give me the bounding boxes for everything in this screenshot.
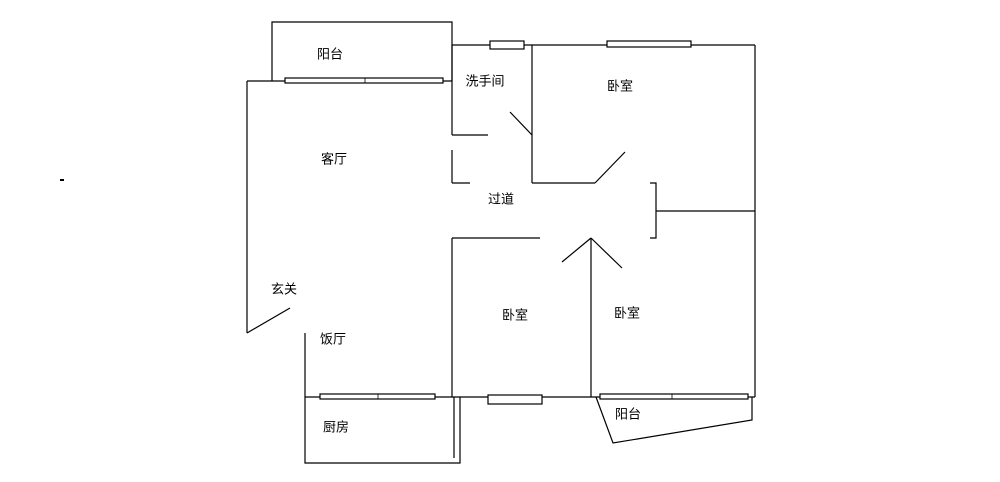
window-living-balcony	[284, 77, 444, 84]
room-label-kitchen: 厨房	[322, 420, 350, 436]
room-label-east-bedroom: 卧室	[613, 306, 641, 322]
kitchen-wall	[304, 397, 461, 464]
balcony-north-wall	[271, 21, 453, 81]
window-east-balcony	[599, 393, 749, 400]
room-label-middle-bedroom: 卧室	[501, 308, 529, 324]
window-master-bedroom	[606, 40, 692, 48]
room-label-balcony-north: 阳台	[316, 47, 344, 63]
master-bedroom-door	[594, 151, 626, 184]
room-label-washroom: 洗手间	[465, 74, 505, 90]
room-label-living-room: 客厅	[320, 152, 348, 168]
room-label-dining-room: 饭厅	[319, 332, 347, 348]
room-label-hallway: 过道	[487, 192, 515, 208]
windows	[284, 40, 749, 405]
window-middle-bedroom	[487, 394, 543, 405]
washroom-door	[509, 111, 533, 136]
room-label-balcony-south: 阳台	[614, 407, 642, 423]
window-washroom	[489, 40, 525, 50]
balcony-south-wall	[595, 396, 753, 444]
room-label-master-bedroom: 卧室	[606, 79, 634, 95]
closet-bracket	[650, 182, 657, 239]
window-kitchen	[319, 393, 436, 400]
east-bedroom-door	[590, 237, 623, 269]
middle-bedroom-door	[561, 237, 592, 263]
room-label-entrance: 玄关	[270, 282, 298, 298]
stray-mark	[60, 179, 64, 181]
entrance-door	[246, 307, 291, 334]
